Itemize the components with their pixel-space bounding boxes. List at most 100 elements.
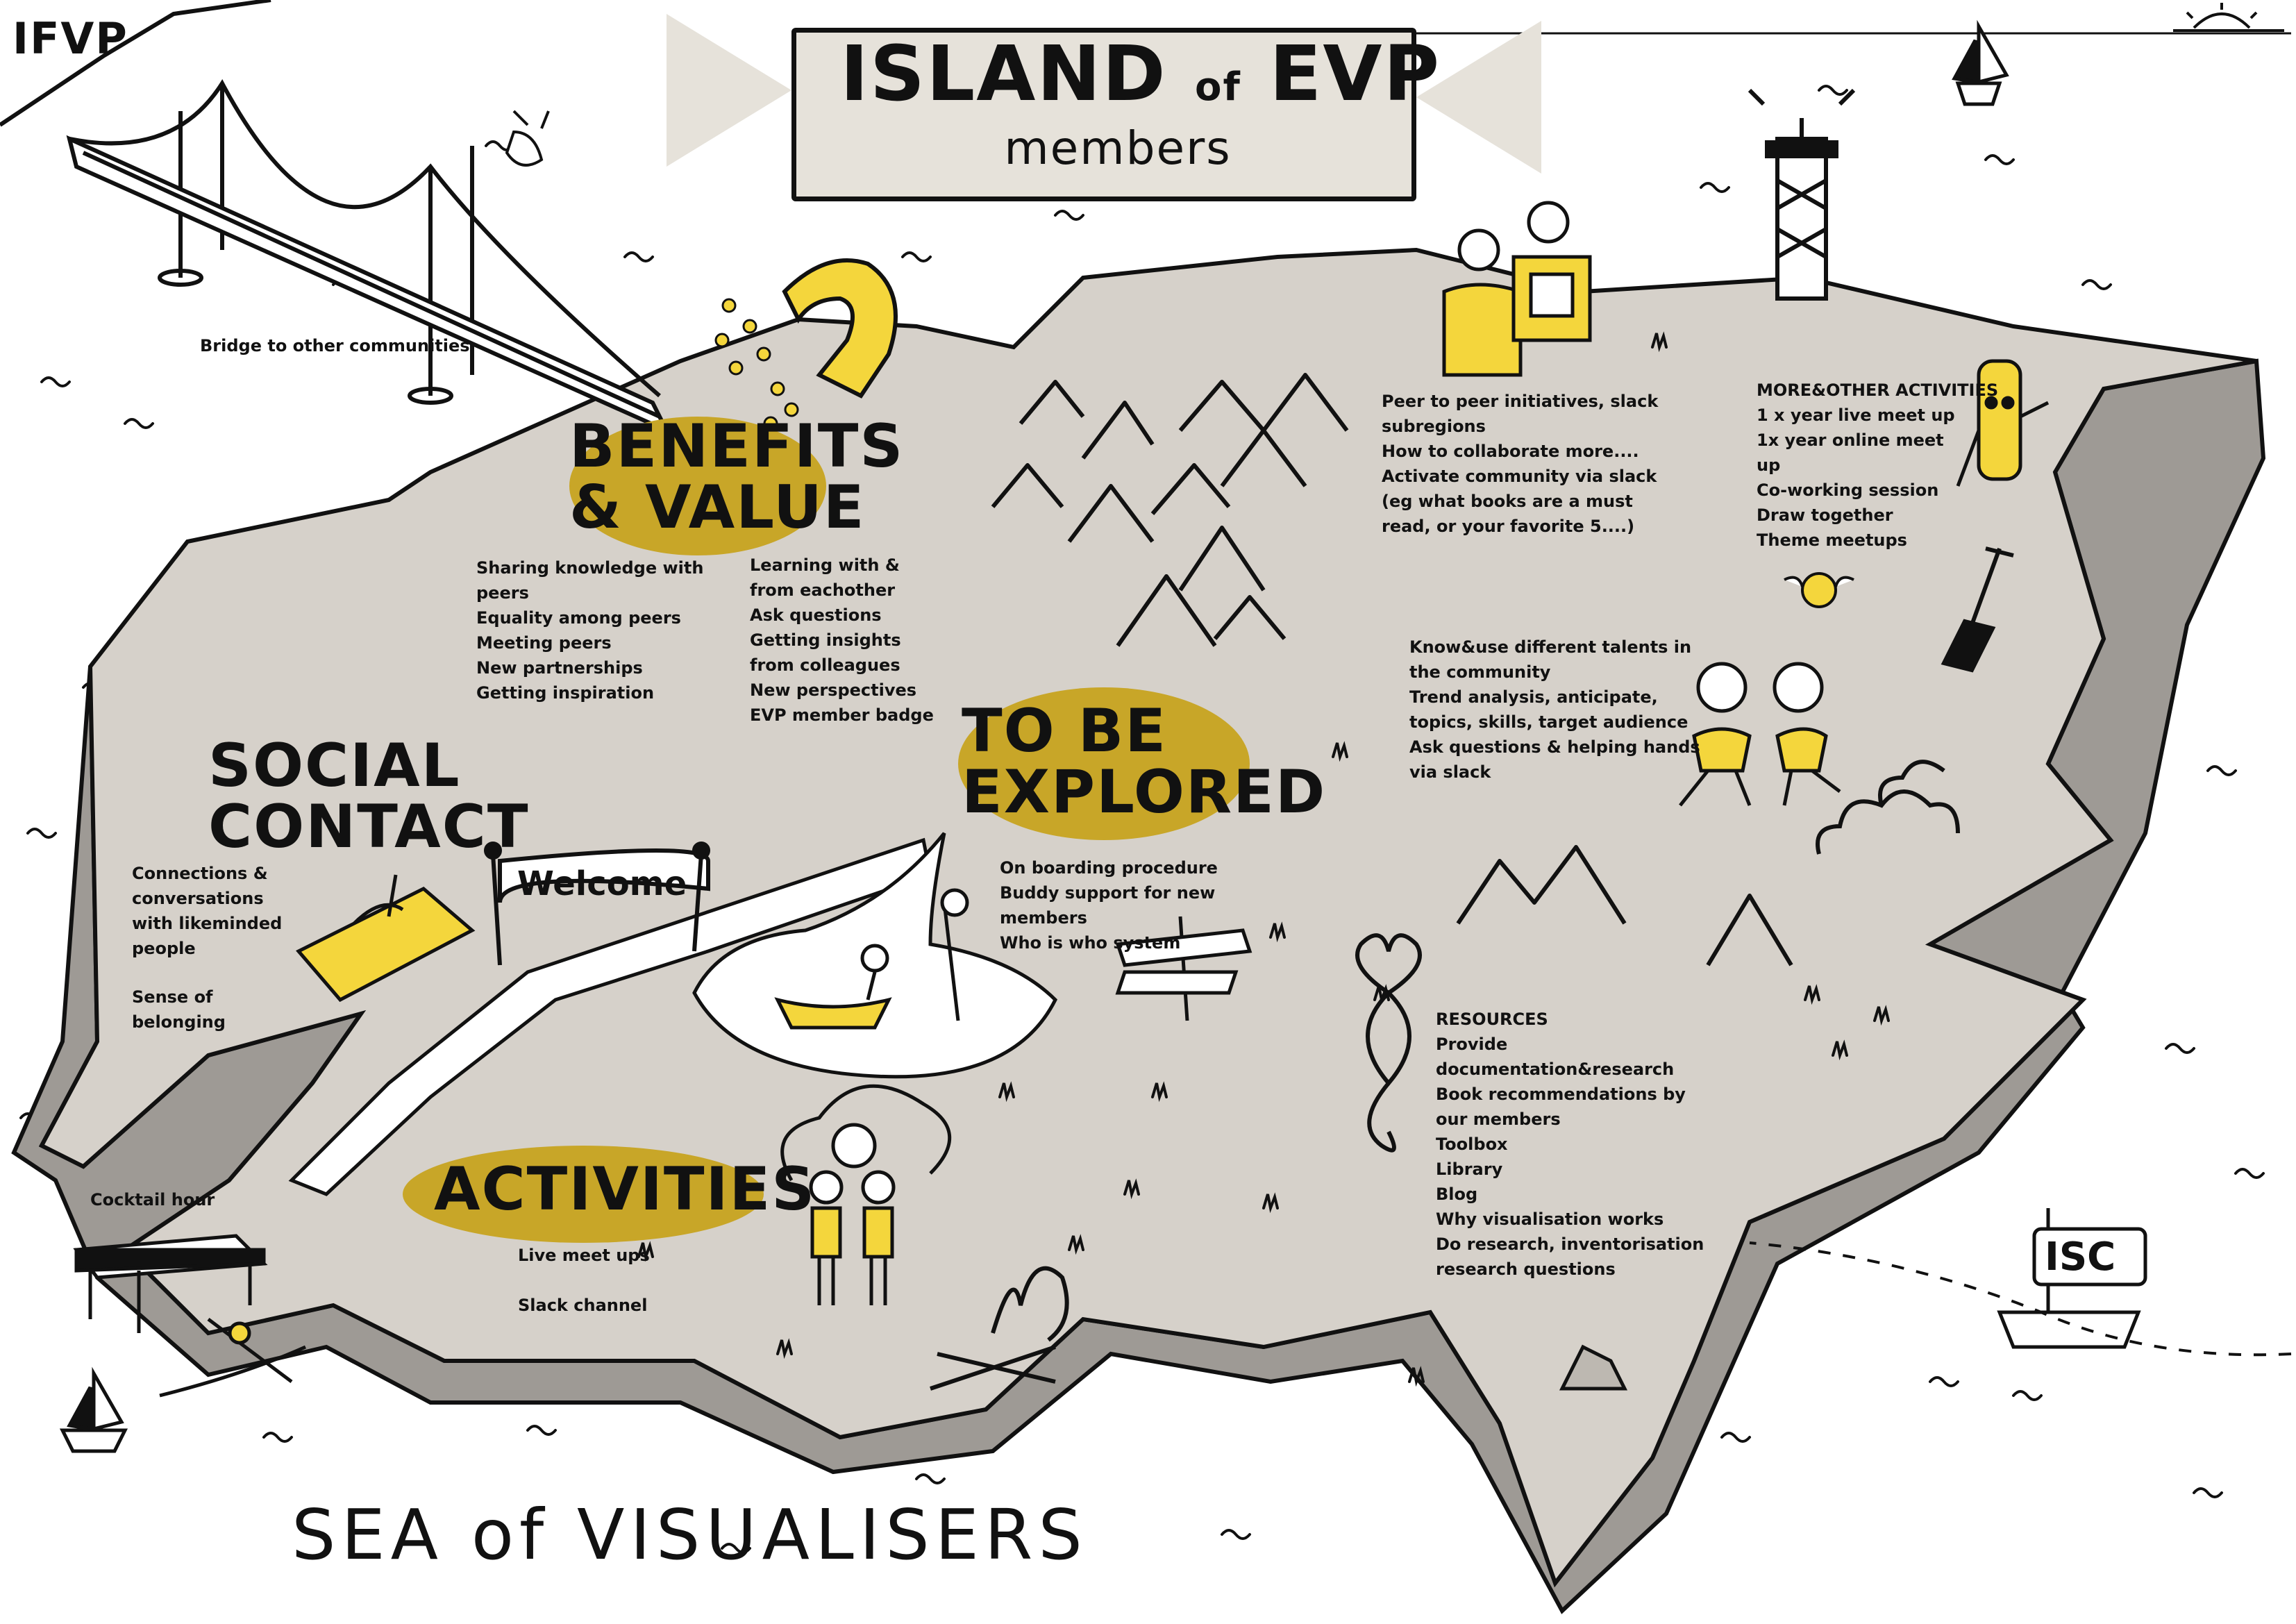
banner-title-of: of [1195, 65, 1241, 110]
bridge-icon [0, 0, 671, 435]
sailboat-icon [59, 1366, 128, 1453]
list-item: Ask questions & helping hands via slack [1404, 735, 1701, 785]
peers-heart-icon [1442, 201, 1592, 377]
banner-title-evp: EVP [1269, 29, 1441, 118]
isc-flag: ISC [2045, 1234, 2116, 1280]
dock-icon [73, 1234, 268, 1333]
shovel-icon [1941, 546, 2014, 673]
list-item: Who is who system [994, 930, 1291, 955]
list-item: Book recommendations by our members [1430, 1082, 1713, 1132]
talents-list: Know&use different talents in the commun… [1404, 635, 1701, 785]
social-heading-line2: CONTACT [208, 792, 530, 862]
list-item: Learning with & from eachother [744, 553, 944, 603]
list-item: Toolbox [1430, 1132, 1713, 1157]
list-item: Theme meetups [1751, 528, 1965, 553]
welcome-sign-posts [484, 842, 710, 966]
hearts-icon [714, 298, 799, 431]
isc-ship-icon [1997, 1208, 2147, 1349]
list-item: Sharing knowledge with peers [471, 555, 740, 605]
list-item: Know&use different talents in the commun… [1404, 635, 1701, 685]
resources-list: Provide documentation&research Book reco… [1430, 1032, 1713, 1282]
banner-subtitle: members [1004, 122, 1232, 175]
bridge-label: Bridge to other communities [200, 336, 470, 355]
sea-label: SEA of VISUALISERS [292, 1494, 1088, 1575]
list-item: New partnerships [471, 655, 740, 680]
list-item: 1 x year live meet up [1751, 403, 1965, 428]
kayak-icon [159, 1318, 307, 1398]
list-item: Getting insights from colleagues [744, 628, 944, 678]
list-item: Trend analysis, anticipate, topics, skil… [1404, 685, 1701, 735]
magnet-icon [782, 258, 898, 399]
title-banner [791, 28, 1416, 201]
crystal-icon [1559, 1344, 1628, 1391]
cocktail-label: Cocktail hour [90, 1190, 215, 1209]
dashed-route [1749, 1241, 2292, 1357]
explored-list: On boarding procedure Buddy support for … [994, 855, 1291, 955]
list-item: Activate community via slack (eg what bo… [1376, 464, 1687, 539]
lighthouse-icon [1748, 88, 1856, 301]
banner-left-ribbon [667, 14, 791, 167]
list-item: Buddy support for new members [994, 880, 1291, 930]
resources-heading: RESOURCES [1436, 1010, 1548, 1029]
explored-heading-line2: EXPLORED [962, 757, 1327, 827]
explored-heading-blob [958, 687, 1250, 840]
social-heading-line1: SOCIAL [208, 731, 461, 801]
benefits-list-col2: Learning with & from eachother Ask quest… [744, 553, 944, 728]
benefits-heading-line1: BENEFITS [569, 412, 905, 481]
welcome-sign: Welcome [517, 864, 687, 903]
list-item: Provide documentation&research [1430, 1032, 1713, 1082]
list-item: Peer to peer initiatives, slack subregio… [1376, 389, 1687, 439]
infinity-heart-icon [1355, 933, 1422, 1153]
list-item: Equality among peers [471, 605, 740, 630]
fisher-icon [774, 888, 969, 1030]
river [288, 837, 932, 1196]
social-list: Connections & conversations with likemin… [126, 861, 305, 1035]
list-item: Ask questions [744, 603, 944, 628]
list-item: 1x year online meet up [1751, 428, 1965, 478]
peer-list: Peer to peer initiatives, slack subregio… [1376, 389, 1687, 539]
list-item: Connections & conversations with likemin… [126, 861, 305, 961]
pencil-character-icon [1956, 359, 2050, 487]
island-top [38, 247, 2257, 1588]
list-item: Meeting peers [471, 630, 740, 655]
more-heading: MORE&OTHER ACTIVITIES [1757, 380, 1999, 400]
social-heading: SOCIAL CONTACT [208, 731, 530, 862]
ifvp-label: IFVP [12, 13, 128, 64]
rabbit-icon [505, 110, 550, 167]
list-item: Why visualisation works [1430, 1207, 1713, 1232]
list-item: Draw together [1751, 503, 1965, 528]
explored-heading: TO BE EXPLORED [962, 701, 1326, 823]
list-item: Do research, inventorisation research qu… [1430, 1232, 1713, 1282]
activities-list: Live meet ups Slack channel [512, 1243, 726, 1318]
benefits-heading: BENEFITS & VALUE [569, 412, 905, 542]
lightbulb-icon [1784, 572, 1854, 608]
phone-island-icon [296, 874, 476, 1003]
activity-people-icon [780, 1084, 951, 1305]
benefits-heading-line2: & VALUE [569, 472, 866, 542]
mountains-icon [991, 373, 1793, 966]
list-item: New perspectives [744, 678, 944, 703]
list-item: Co-working session [1751, 478, 1965, 503]
list-item: How to collaborate more.... [1376, 439, 1687, 464]
benefits-heading-blob [569, 417, 826, 555]
signpost-icon [1115, 916, 1252, 1021]
activities-heading-blob [403, 1146, 764, 1243]
sailboat-icon [1952, 19, 2009, 106]
list-item: EVP member badge [744, 703, 944, 728]
list-item: Slack channel [512, 1293, 726, 1318]
sun-icon [2173, 3, 2284, 32]
banner-title-island: ISLAND [840, 29, 1167, 118]
bushes-icon [1816, 760, 1960, 855]
list-item: Live meet ups [512, 1243, 726, 1268]
list-item: Sense of belonging [126, 985, 305, 1035]
benefits-list-col1: Sharing knowledge with peers Equality am… [471, 555, 740, 705]
campfire-icon [930, 1266, 1069, 1391]
banner-right-ribbon [1416, 21, 1541, 174]
people-icon [1679, 662, 1841, 807]
list-item: On boarding procedure [994, 855, 1291, 880]
list-item: Blog [1430, 1182, 1713, 1207]
list-item: Getting inspiration [471, 680, 740, 705]
explored-heading-line1: TO BE [962, 696, 1168, 766]
